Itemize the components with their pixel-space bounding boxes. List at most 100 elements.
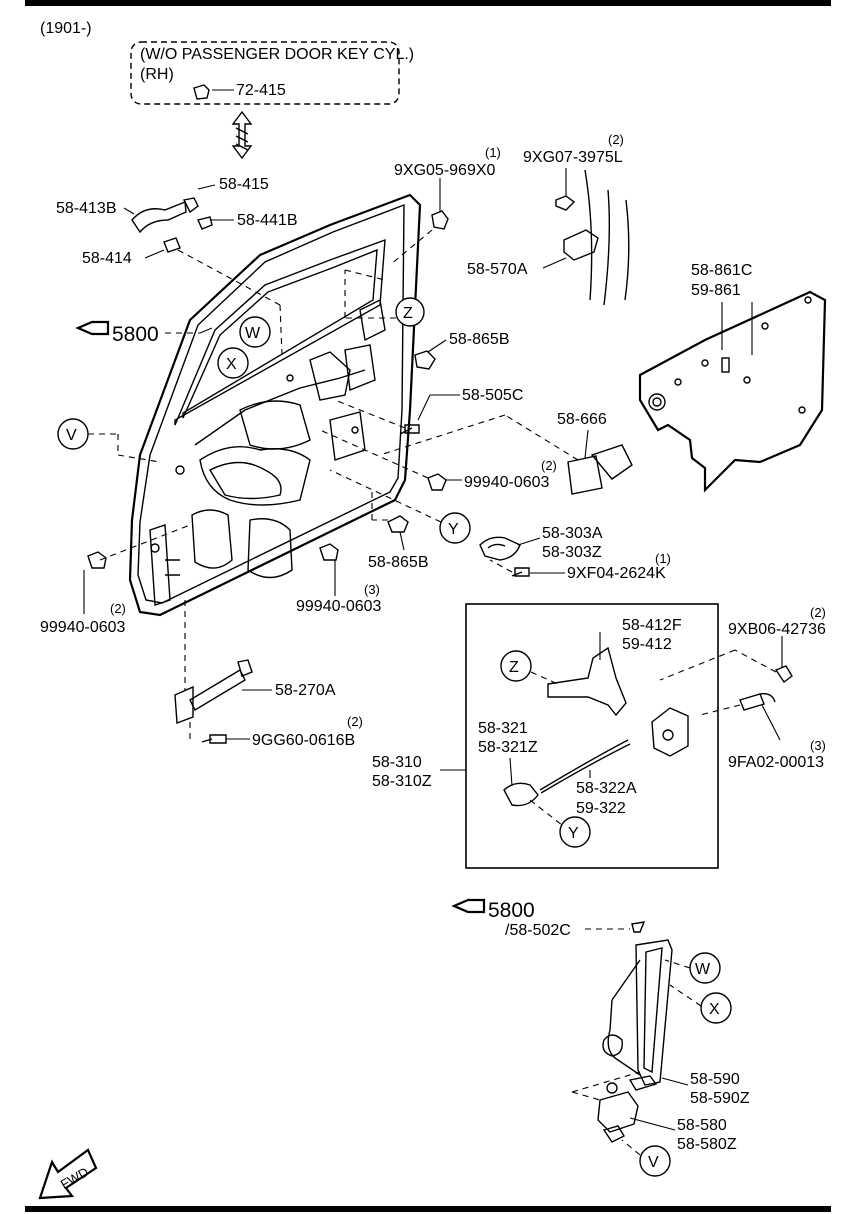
leader bbox=[279, 304, 283, 356]
callout-V-motor bbox=[639, 1145, 671, 1177]
ref-5800-bottom: 5800 bbox=[488, 899, 535, 922]
top-border bbox=[25, 0, 831, 6]
leader bbox=[197, 184, 216, 190]
label-58-865B-top: 58-865B bbox=[449, 331, 510, 348]
part-lock-body-icon bbox=[651, 707, 689, 757]
panel-hole bbox=[798, 406, 806, 414]
part-9FA02-icon bbox=[739, 692, 776, 711]
label-58-590: 58-590 bbox=[690, 1071, 740, 1088]
part-58-861C-panel bbox=[638, 290, 827, 493]
leader bbox=[504, 414, 579, 461]
panel-hole bbox=[652, 397, 662, 407]
leader bbox=[584, 429, 589, 459]
callout-Z-box bbox=[500, 650, 532, 682]
callout-Y-box bbox=[559, 816, 591, 848]
panel-hole bbox=[701, 359, 709, 367]
qty-9XG05: (1) bbox=[485, 145, 501, 160]
label-9FA02: 9FA02-00013 bbox=[728, 754, 824, 771]
callout-X-regulator bbox=[700, 992, 732, 1024]
callout-W-label: W bbox=[245, 325, 261, 342]
note-line1: (W/O PASSENGER DOOR KEY CYL.) bbox=[140, 46, 414, 63]
qty-9XF04: (1) bbox=[655, 551, 671, 566]
label-58-303A: 58-303A bbox=[542, 525, 603, 542]
callout-Z-top bbox=[395, 297, 425, 327]
part-58-322A-rod2 bbox=[540, 743, 631, 794]
leader bbox=[123, 207, 135, 215]
panel-slot bbox=[721, 357, 730, 373]
note-line2: (RH) bbox=[140, 66, 174, 83]
qty-9XG07: (2) bbox=[608, 132, 624, 147]
note-part: 72-415 bbox=[236, 82, 286, 99]
callout-V-motor-label: V bbox=[648, 1154, 659, 1171]
label-58-502C: /58-502C bbox=[505, 922, 571, 939]
leader bbox=[629, 1117, 676, 1131]
leader bbox=[659, 649, 736, 681]
leader bbox=[199, 327, 213, 334]
label-59-412: 59-412 bbox=[622, 636, 672, 653]
part-58-270A-bracket bbox=[174, 685, 194, 724]
part-99940-nut-icon-mid bbox=[319, 543, 339, 561]
panel-hole bbox=[743, 376, 751, 384]
part-9XG05-icon bbox=[431, 210, 449, 230]
part-58-303A-detail bbox=[487, 543, 506, 549]
leader bbox=[427, 339, 447, 353]
label-9GG60: 9GG60-0616B bbox=[252, 732, 355, 749]
label-59-861: 59-861 bbox=[691, 282, 741, 299]
part-58-322A-rod bbox=[539, 739, 629, 791]
part-9XB06-icon bbox=[774, 665, 793, 684]
part-58-303A-icon bbox=[479, 536, 521, 561]
label-58-414: 58-414 bbox=[82, 250, 132, 267]
callout-X-top bbox=[217, 347, 249, 379]
leader bbox=[571, 1091, 601, 1101]
leader bbox=[669, 984, 702, 1007]
part-58-570A-icon bbox=[563, 229, 599, 261]
part-9GG60-icon bbox=[201, 734, 227, 744]
panel-hole bbox=[804, 296, 812, 304]
callout-Y-door bbox=[439, 512, 471, 544]
label-58-310Z: 58-310Z bbox=[372, 773, 432, 790]
label-58-415: 58-415 bbox=[219, 176, 269, 193]
label-58-590Z: 58-590Z bbox=[690, 1090, 750, 1107]
label-58-310: 58-310 bbox=[372, 754, 422, 771]
label-58-580: 58-580 bbox=[677, 1117, 727, 1134]
note-box bbox=[130, 41, 400, 105]
leader bbox=[489, 559, 513, 573]
panel-hole bbox=[648, 393, 666, 411]
leader bbox=[99, 524, 191, 561]
callout-X-label: X bbox=[226, 356, 237, 373]
part-58-865B-icon bbox=[414, 350, 436, 370]
label-58-322A: 58-322A bbox=[576, 780, 637, 797]
part-58-580-motor bbox=[597, 1091, 639, 1133]
label-58-570A: 58-570A bbox=[467, 261, 528, 278]
callout-Z-box-label: Z bbox=[509, 659, 519, 676]
label-99940-a: 99940-0603 bbox=[464, 474, 550, 491]
leader bbox=[734, 649, 777, 673]
leader bbox=[509, 757, 513, 787]
part-58-270A-arm bbox=[189, 669, 246, 711]
reference-hand-icon bbox=[75, 320, 110, 336]
leader bbox=[699, 704, 741, 716]
label-9XG05: 9XG05-969X0 bbox=[394, 162, 496, 179]
leader bbox=[117, 454, 161, 463]
qty-99940-c: (2) bbox=[110, 601, 126, 616]
qty-9FA02: (3) bbox=[810, 738, 826, 753]
label-58-441B: 58-441B bbox=[237, 212, 298, 229]
leader bbox=[319, 429, 429, 479]
leader bbox=[621, 1139, 641, 1156]
model-range: (1901-) bbox=[40, 20, 92, 37]
label-59-322: 59-322 bbox=[576, 800, 626, 817]
callout-W-reg-label: W bbox=[695, 961, 711, 978]
part-99940-nut-icon bbox=[427, 473, 447, 491]
label-58-412F: 58-412F bbox=[622, 617, 682, 634]
callout-Y-label: Y bbox=[448, 521, 459, 538]
part-58-502C-icon bbox=[631, 921, 646, 933]
part-58-590-regulator bbox=[602, 939, 673, 1091]
label-58-865B-bottom: 58-865B bbox=[368, 554, 429, 571]
callout-V-label: V bbox=[66, 427, 77, 444]
qty-99940-a: (2) bbox=[541, 458, 557, 473]
ref-5800-top: 5800 bbox=[112, 323, 159, 346]
part-9XG07-icon bbox=[555, 195, 576, 211]
motor-connector bbox=[602, 1125, 625, 1143]
label-58-270A: 58-270A bbox=[275, 682, 336, 699]
